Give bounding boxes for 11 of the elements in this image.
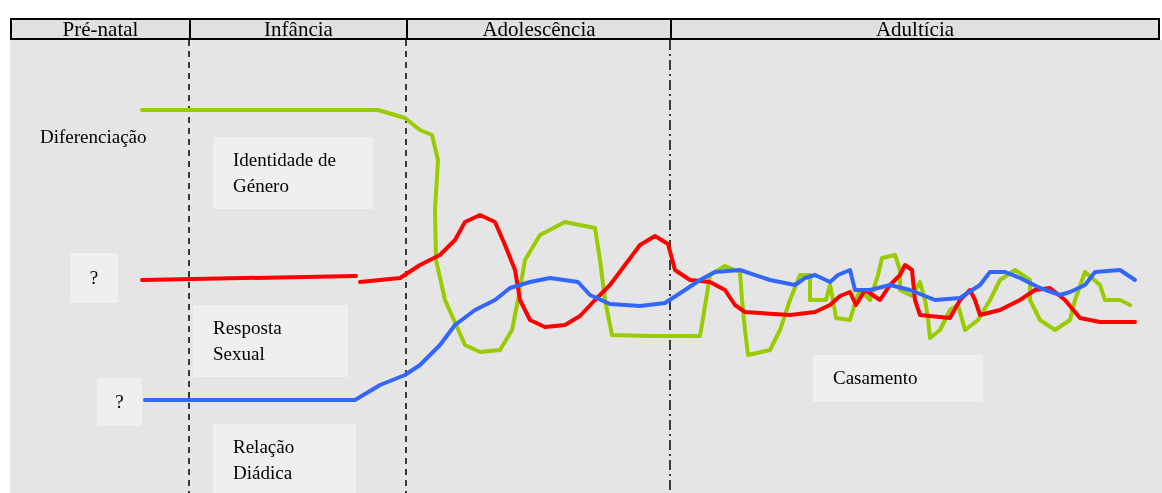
stage-label-box: Identidade de Género bbox=[213, 137, 373, 209]
stage-label-box: Casamento bbox=[813, 355, 983, 402]
question-mark-box: ? bbox=[70, 253, 118, 303]
column-header: Adultícia bbox=[670, 18, 1160, 40]
column-header: Infância bbox=[189, 18, 406, 40]
column-header: Adolescência bbox=[406, 18, 670, 40]
question-mark-box: ? bbox=[97, 378, 142, 426]
stage-label: Diferenciação bbox=[32, 120, 182, 154]
stage-label-box: Resposta Sexual bbox=[193, 305, 348, 377]
column-header: Pré-natal bbox=[10, 18, 189, 40]
stage-label-box: Relação Diádica bbox=[213, 424, 356, 493]
